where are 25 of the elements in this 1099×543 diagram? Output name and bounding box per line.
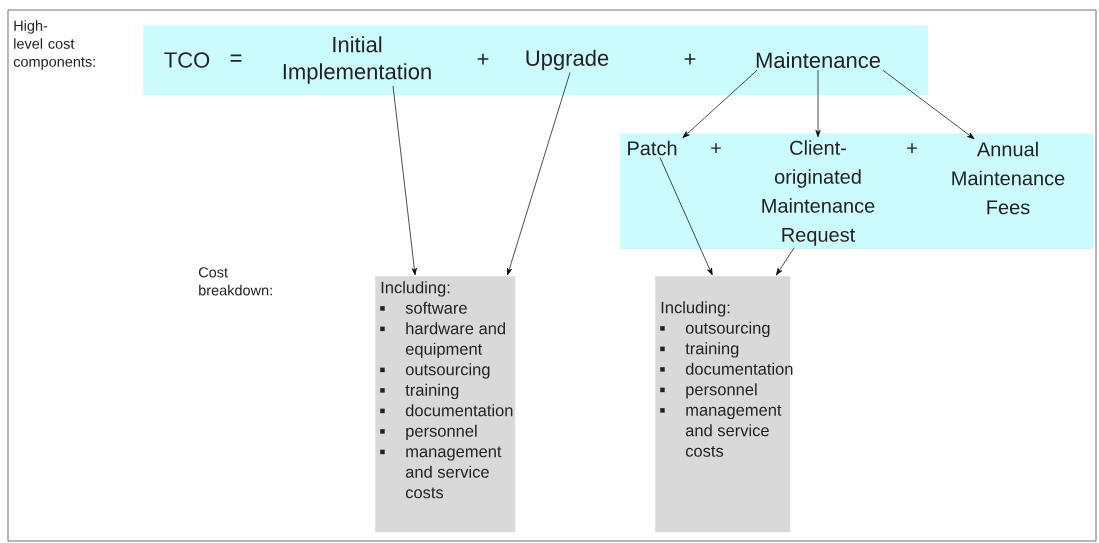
- term-text: Patch: [628, 140, 677, 156]
- term-text: Client-originated Maintenance Request: [762, 140, 875, 246]
- highlight-band: [620, 133, 1094, 250]
- operator-sign: +: [711, 143, 721, 153]
- cost-box: Including: outsourcing training documentation personnel management and service costs: [655, 276, 793, 533]
- term-text: Annual Maintenance Fees: [952, 141, 1065, 215]
- side-label: Cost breakdown:: [198, 267, 272, 296]
- side-label: High-level cost components:: [13, 20, 95, 70]
- term-text: Initial Implementation: [283, 36, 431, 84]
- arrow: [815, 69, 821, 138]
- arrow: [882, 69, 975, 140]
- term-text: Maintenance: [756, 51, 880, 69]
- term-text: Upgrade: [526, 49, 609, 71]
- cost-box: Including: software hardware and equipment outsourcing training documentation personnel management and service costs: [375, 276, 516, 533]
- arrow: [659, 157, 713, 276]
- operator-sign: +: [477, 53, 489, 65]
- operator-sign: =: [230, 54, 242, 62]
- highlight-band: [143, 25, 929, 96]
- arrow: [682, 69, 758, 139]
- arrow: [775, 247, 795, 276]
- arrow: [392, 85, 417, 276]
- term-text: TCO: [164, 52, 210, 68]
- operator-sign: +: [684, 53, 696, 65]
- operator-sign: +: [907, 143, 917, 153]
- arrow: [507, 72, 571, 276]
